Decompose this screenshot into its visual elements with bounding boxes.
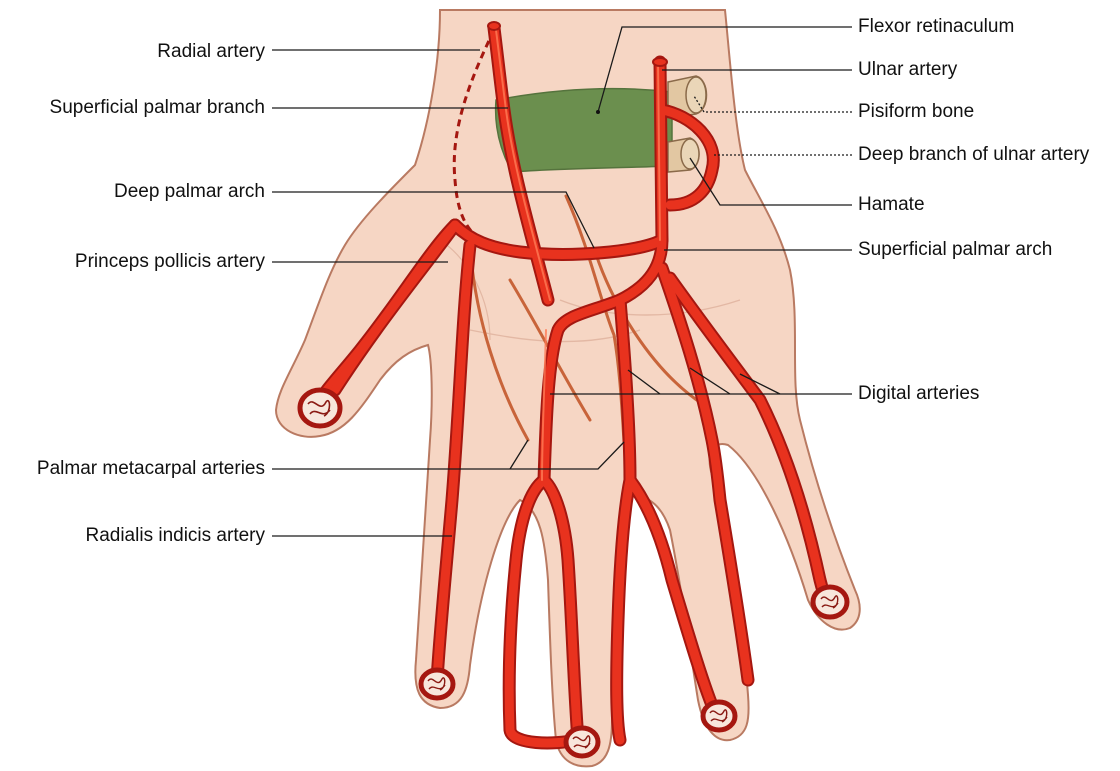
label-deep-palmar-arch: Deep palmar arch [114,181,265,203]
label-radialis-indicis-artery: Radialis indicis artery [85,525,265,547]
label-digital-arteries: Digital arteries [858,383,979,405]
label-pisiform-bone: Pisiform bone [858,101,974,123]
middle-tip-loop [566,728,598,756]
ring-tip-loop [703,702,735,730]
label-flexor-retinaculum: Flexor retinaculum [858,16,1014,38]
label-superficial-palmar-branch: Superficial palmar branch [50,97,265,119]
label-princeps-pollicis-artery: Princeps pollicis artery [75,251,265,273]
label-radial-artery: Radial artery [157,41,265,63]
label-ulnar-artery: Ulnar artery [858,59,957,81]
index-tip-loop [421,670,453,698]
label-superficial-palmar-arch: Superficial palmar arch [858,239,1052,261]
little-tip-loop [813,587,847,617]
label-palmar-metacarpal-arteries: Palmar metacarpal arteries [37,458,265,480]
label-deep-branch-of-ulnar-artery: Deep branch of ulnar artery [858,144,1089,166]
flexor-retinaculum [496,89,672,172]
label-hamate: Hamate [858,194,925,216]
hamate-bone [668,138,699,172]
thumb-tip-loop [300,390,340,426]
